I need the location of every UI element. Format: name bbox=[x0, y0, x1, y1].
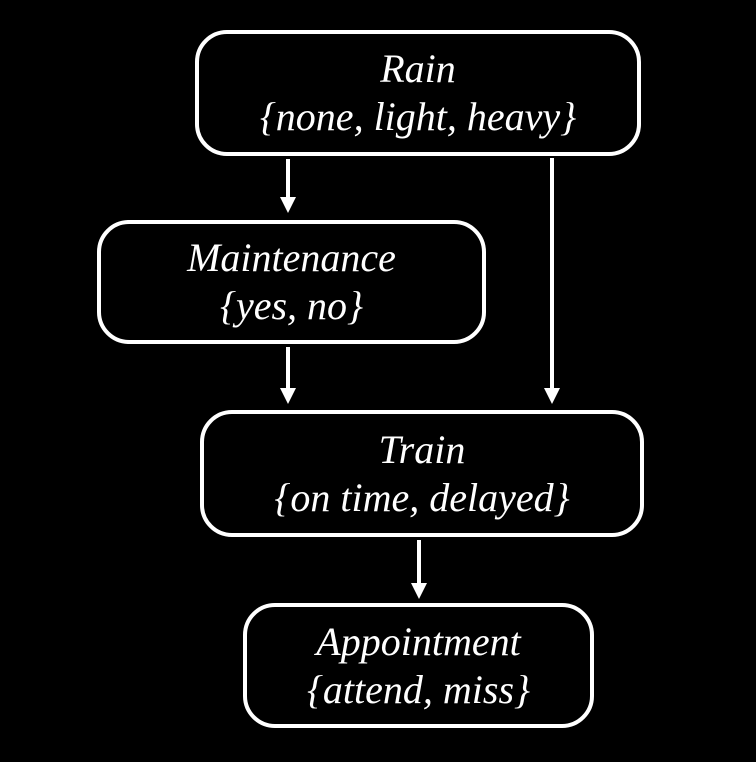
node-maintenance-label: Maintenance bbox=[187, 235, 396, 280]
arrow-maintenance-to-train bbox=[280, 347, 296, 404]
node-rain-states: {none, light, heavy} bbox=[259, 94, 577, 139]
node-train-states: {on time, delayed} bbox=[274, 474, 570, 520]
node-train-label: Train bbox=[378, 426, 466, 472]
node-appointment: Appointment {attend, miss} bbox=[243, 603, 594, 728]
node-maintenance-states: {yes, no} bbox=[219, 283, 364, 328]
arrow-train-to-appointment bbox=[411, 540, 427, 599]
node-appointment-states: {attend, miss} bbox=[306, 666, 531, 712]
node-rain: Rain {none, light, heavy} bbox=[195, 30, 641, 156]
arrow-rain-to-train bbox=[544, 158, 560, 404]
node-maintenance: Maintenance {yes, no} bbox=[97, 220, 486, 344]
node-rain-label: Rain bbox=[380, 46, 456, 91]
node-train: Train {on time, delayed} bbox=[200, 410, 644, 537]
arrow-rain-to-maintenance bbox=[280, 159, 296, 213]
node-appointment-label: Appointment bbox=[316, 618, 521, 664]
